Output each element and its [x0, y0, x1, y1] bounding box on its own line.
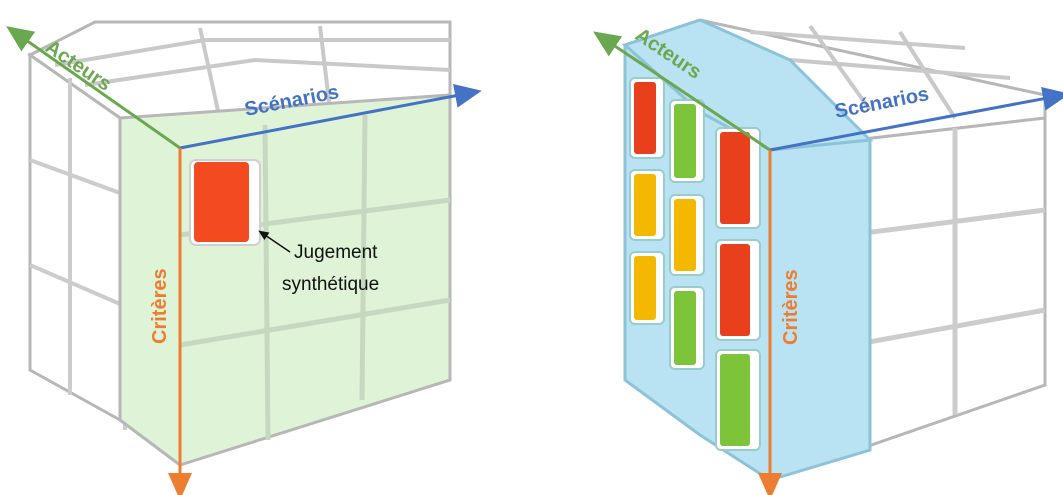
slice-cell [629, 169, 665, 241]
criteria-axis-label: Critères [780, 269, 802, 345]
slice-cell [669, 194, 705, 276]
left-cube: Jugement synthétique Acteurs Scénarios C… [6, 20, 482, 495]
slice-cells [629, 77, 761, 451]
annotation-line1: Jugement [294, 242, 378, 263]
scenarios-axis [179, 84, 482, 150]
left-cube-top-grid [54, 25, 451, 121]
slice-cell [669, 99, 705, 183]
annotation-line2: synthétique [282, 274, 379, 295]
slice-cell [669, 286, 705, 370]
judgement-cell [189, 159, 261, 246]
slice-cell [629, 251, 665, 325]
actors-axis [593, 31, 771, 152]
slice-cell [715, 349, 761, 451]
slice-cell [629, 77, 665, 159]
criteria-axis-label: Critères [149, 268, 171, 344]
actors-axis [6, 26, 181, 150]
scenarios-axis [769, 86, 1063, 152]
slice-cell [715, 127, 761, 229]
right-cube-top-grid [749, 24, 1011, 120]
annotation-pointer [258, 230, 291, 253]
slice-cell [715, 239, 761, 341]
right-cube: Acteurs Scénarios Critères [593, 18, 1063, 495]
